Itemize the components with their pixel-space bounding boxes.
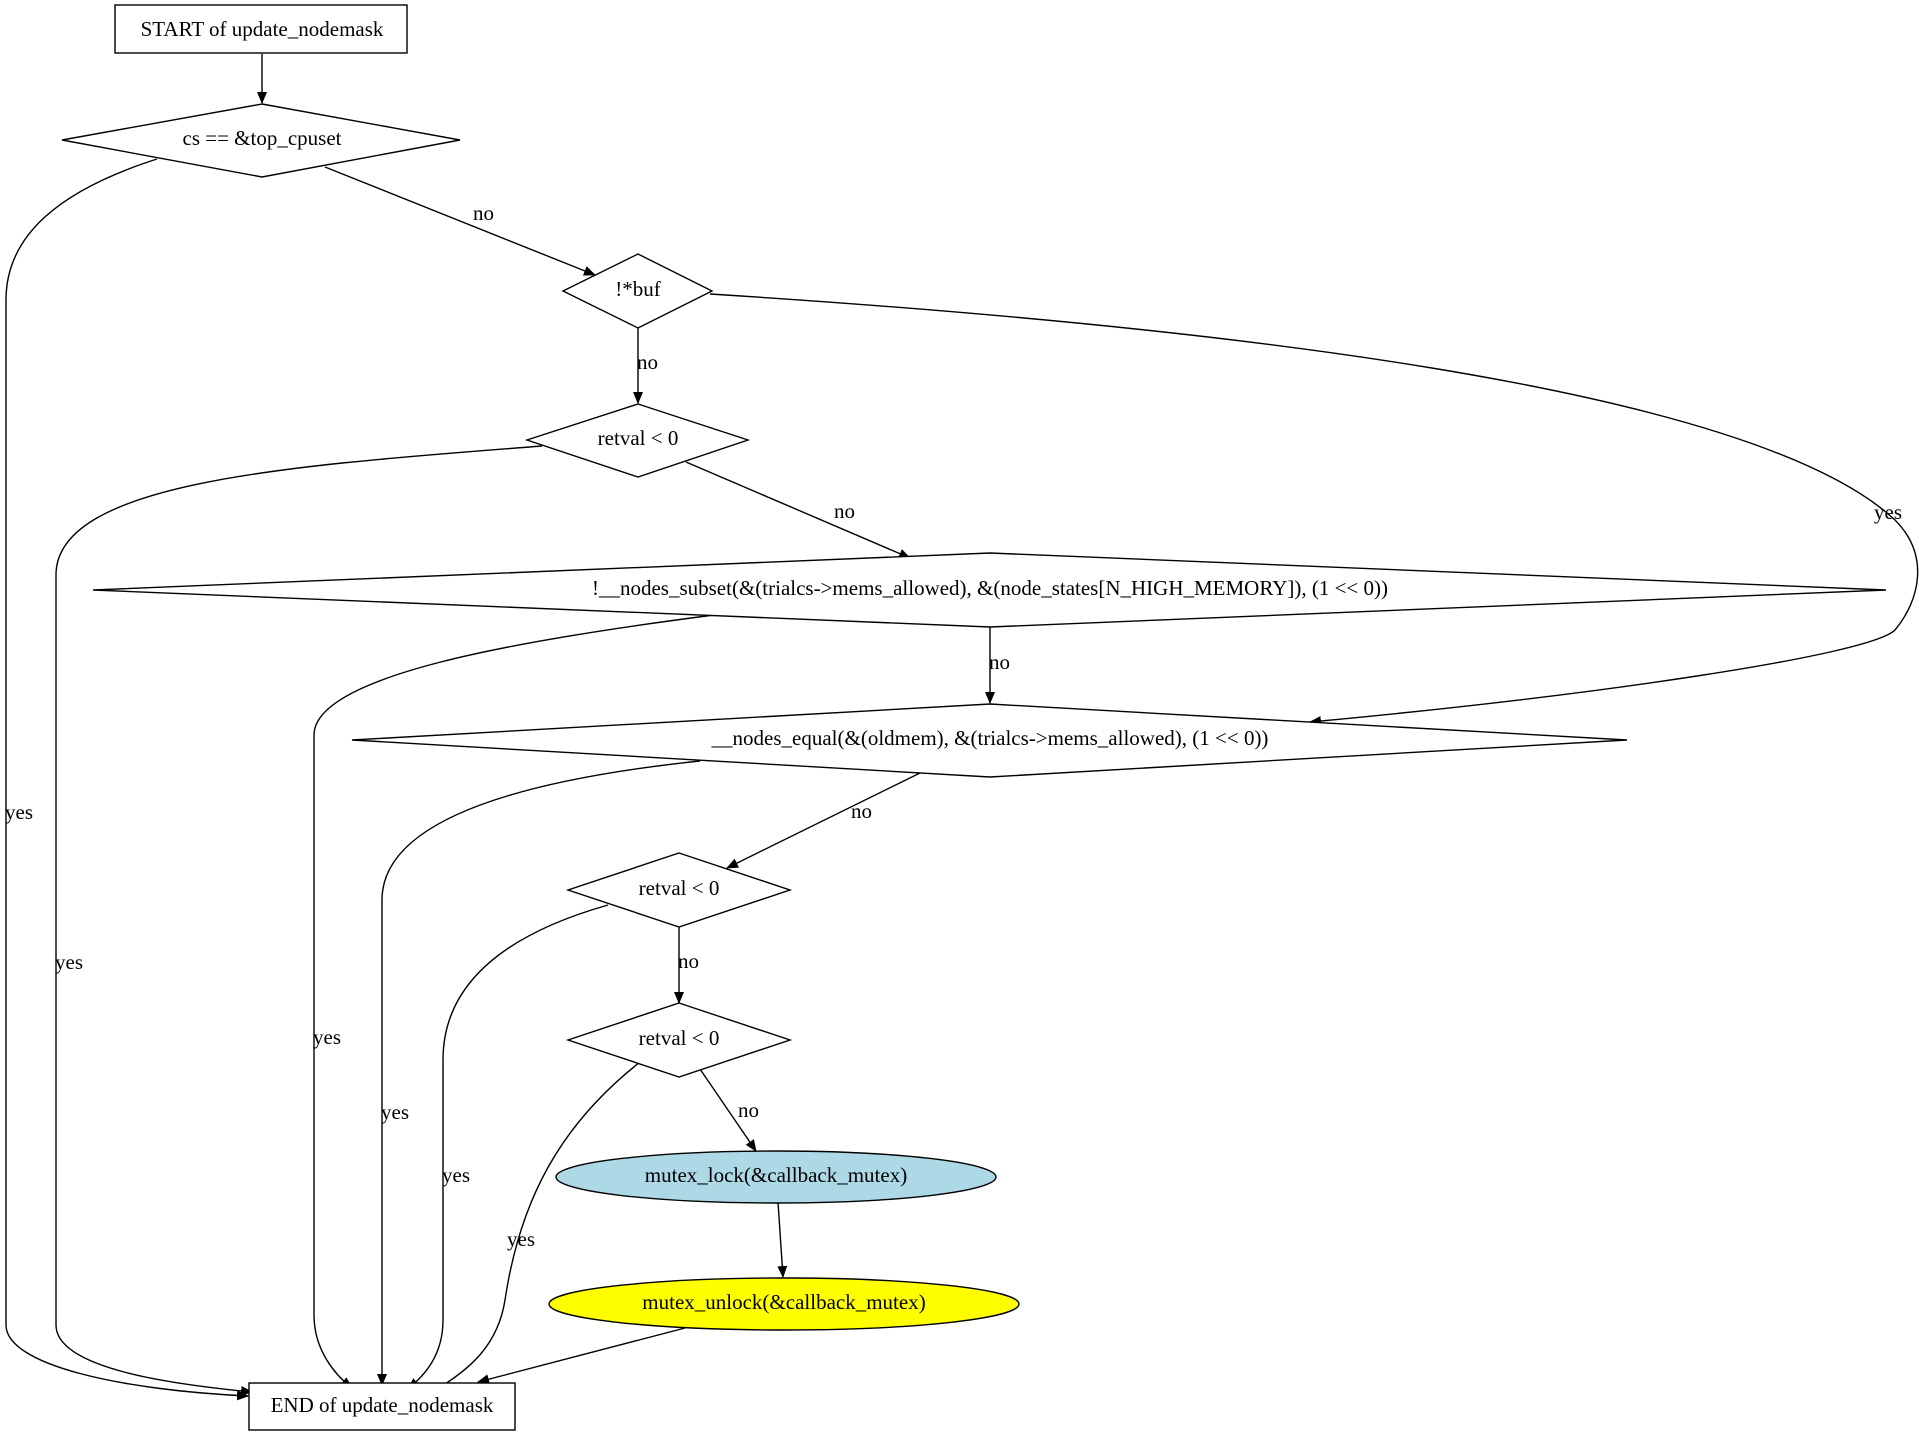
decision-top-cpuset-label: cs == &top_cpuset — [183, 126, 342, 150]
edge-label-retval3-no: no — [738, 1098, 759, 1122]
decision-buf-label: !*buf — [615, 277, 661, 301]
decision-retval-1: retval < 0 — [524, 403, 751, 478]
decision-top-cpuset: cs == &top_cpuset — [61, 103, 461, 178]
mutex-lock-node: mutex_lock(&callback_mutex) — [555, 1150, 997, 1204]
edge-unlock-to-end — [477, 1327, 686, 1385]
decision-retval-1-label: retval < 0 — [598, 426, 679, 450]
edge-label-equal-no: no — [851, 799, 872, 823]
edge-retval2-yes — [407, 904, 609, 1390]
decision-nodes-equal: __nodes_equal(&(oldmem), &(trialcs->mems… — [351, 703, 1628, 778]
edge-equal-yes — [377, 760, 701, 1386]
edge-label-top-cpuset-yes: yes — [5, 800, 33, 824]
mutex-unlock-node: mutex_unlock(&callback_mutex) — [548, 1277, 1020, 1331]
end-node: END of update_nodemask — [248, 1382, 516, 1431]
mutex-lock-shape — [555, 1150, 997, 1204]
decision-buf: !*buf — [561, 253, 714, 329]
start-node-label: START of update_nodemask — [141, 17, 384, 41]
decision-retval-3: retval < 0 — [565, 1002, 793, 1078]
edge-top-cpuset-yes — [5, 158, 249, 1401]
mutex-unlock-label: mutex_unlock(&callback_mutex) — [642, 1290, 925, 1314]
edge-lock-to-unlock — [777, 1201, 788, 1278]
edge-equal-no — [726, 772, 921, 869]
edge-label-retval3-yes: yes — [507, 1227, 535, 1251]
decision-nodes-subset: !__nodes_subset(&(trialcs->mems_allowed)… — [92, 552, 1887, 628]
end-node-label: END of update_nodemask — [271, 1393, 494, 1417]
decision-retval-3-label: retval < 0 — [639, 1026, 720, 1050]
edge-label-retval1-no: no — [834, 499, 855, 523]
edges: no yes no yes no yes no yes no yes no — [5, 54, 1919, 1401]
decision-retval-2: retval < 0 — [565, 852, 793, 928]
edge-label-equal-yes: yes — [381, 1100, 409, 1124]
edge-retval3-yes — [431, 1061, 641, 1393]
mutex-unlock-shape — [548, 1277, 1020, 1331]
decision-nodes-equal-label: __nodes_equal(&(oldmem), &(trialcs->mems… — [711, 726, 1269, 750]
edge-retval3-no — [699, 1068, 757, 1152]
start-node: START of update_nodemask — [114, 4, 408, 54]
edge-label-retval2-no: no — [678, 949, 699, 973]
edge-label-subset-yes: yes — [313, 1025, 341, 1049]
edge-retval1-no — [685, 461, 911, 559]
edge-label-retval2-yes: yes — [442, 1163, 470, 1187]
edge-label-retval1-yes: yes — [55, 950, 83, 974]
edge-top-cpuset-no — [324, 166, 596, 276]
decision-retval-2-label: retval < 0 — [639, 876, 720, 900]
edge-label-top-cpuset-no: no — [473, 201, 494, 225]
edge-label-buf-yes: yes — [1874, 500, 1902, 524]
edge-subset-yes — [313, 614, 715, 1389]
edge-buf-yes — [709, 293, 1919, 726]
decision-nodes-subset-label: !__nodes_subset(&(trialcs->mems_allowed)… — [592, 576, 1388, 600]
mutex-lock-label: mutex_lock(&callback_mutex) — [645, 1163, 907, 1187]
edge-retval1-yes — [55, 445, 543, 1396]
edge-label-buf-no: no — [637, 350, 658, 374]
edge-label-subset-no: no — [989, 650, 1010, 674]
nodes: START of update_nodemask cs == &top_cpus… — [61, 4, 1887, 1431]
